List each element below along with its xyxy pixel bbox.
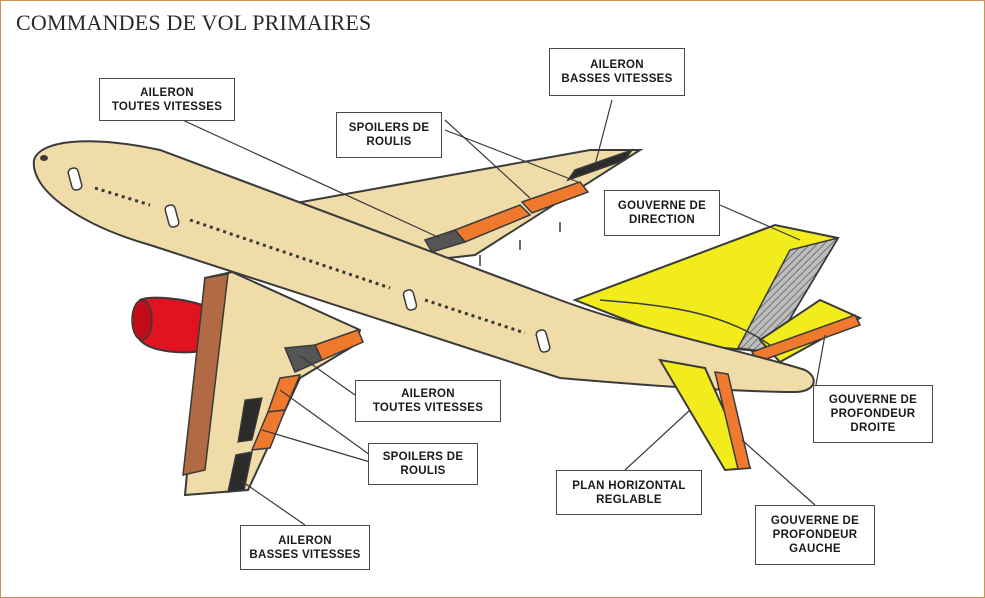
callout-line: GOUVERNE DE	[829, 393, 917, 407]
callout-line: GAUCHE	[789, 542, 841, 556]
callout-line: PROFONDEUR	[773, 528, 858, 542]
callout-left-elevator: GOUVERNE DE PROFONDEUR GAUCHE	[755, 505, 875, 565]
callout-line: GOUVERNE DE	[771, 514, 859, 528]
callout-aileron-all-speeds-top: AILERON TOUTES VITESSES	[99, 78, 235, 121]
callout-line: AILERON	[140, 86, 194, 100]
callout-line: AILERON	[278, 534, 332, 548]
callout-line: DIRECTION	[629, 213, 695, 227]
callout-line: BASSES VITESSES	[249, 548, 360, 562]
callout-line: REGLABLE	[596, 493, 662, 507]
callout-right-elevator: GOUVERNE DE PROFONDEUR DROITE	[813, 385, 933, 443]
callout-adjustable-horizontal-stabilizer: PLAN HORIZONTAL REGLABLE	[556, 470, 702, 515]
callout-line: PROFONDEUR	[831, 407, 916, 421]
callout-aileron-low-speeds-top: AILERON BASSES VITESSES	[549, 48, 685, 96]
callout-roll-spoilers-top: SPOILERS DE ROULIS	[336, 112, 442, 158]
callout-line: TOUTES VITESSES	[112, 100, 222, 114]
callout-line: GOUVERNE DE	[618, 199, 706, 213]
callout-aileron-low-speeds-bottom: AILERON BASSES VITESSES	[240, 525, 370, 570]
callout-line: AILERON	[590, 58, 644, 72]
callout-line: BASSES VITESSES	[561, 72, 672, 86]
callout-line: PLAN HORIZONTAL	[572, 479, 686, 493]
callout-line: ROULIS	[400, 464, 445, 478]
callout-roll-spoilers-bottom: SPOILERS DE ROULIS	[368, 443, 478, 485]
callout-rudder: GOUVERNE DE DIRECTION	[604, 190, 720, 236]
callout-line: AILERON	[401, 387, 455, 401]
callout-line: DROITE	[850, 421, 895, 435]
callout-line: ROULIS	[366, 135, 411, 149]
callout-line: SPOILERS DE	[383, 450, 464, 464]
callout-line: TOUTES VITESSES	[373, 401, 483, 415]
callout-aileron-all-speeds-bottom: AILERON TOUTES VITESSES	[355, 380, 501, 422]
callout-line: SPOILERS DE	[349, 121, 430, 135]
